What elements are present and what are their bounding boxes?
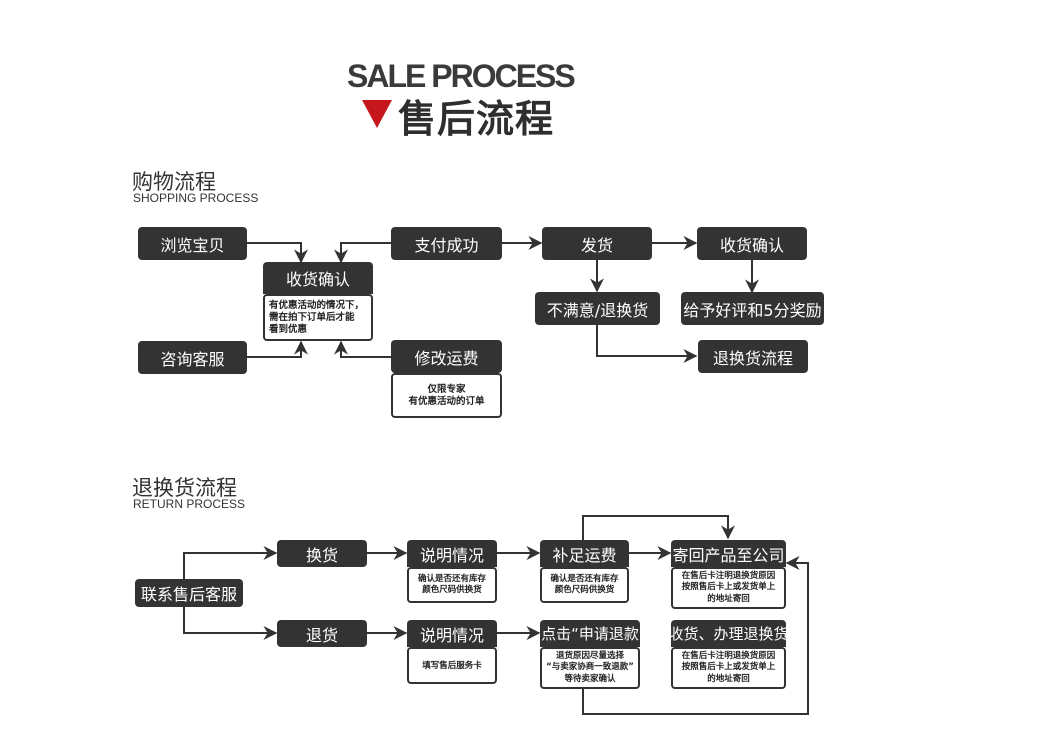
node-send-back: 寄回产品至公司 (671, 540, 786, 567)
note-send-back: 在售后卡注明退换货原因 按照售后卡上或发货单上 的地址寄回 (671, 567, 786, 609)
note-explain-refund: 填写售后服务卡 (407, 647, 497, 684)
arrow-contact-to-refund (183, 607, 278, 640)
arrow-pay-to-confirm (334, 242, 391, 264)
node-exchange: 换货 (277, 540, 367, 567)
triangle-down-icon (362, 100, 392, 128)
note-modify-shipping: 仅限专家 有优惠活动的订单 (391, 373, 502, 418)
node-receive-confirm: 收货确认 (697, 227, 807, 260)
node-modify-shipping: 修改运费 (391, 340, 502, 373)
header-title-cn: 售后流程 (398, 97, 555, 141)
arrow-contact-to-exchange (183, 546, 278, 579)
note-receive-process: 在售后卡注明退换货原因 按照售后卡上或发货单上 的地址寄回 (671, 647, 786, 689)
node-good-review: 给予好评和5分奖励 (681, 292, 824, 325)
arrow-modify-to-confirm (334, 340, 391, 358)
node-unsatisfied: 不满意/退换货 (535, 292, 660, 325)
node-refund: 退货 (277, 620, 367, 647)
note-pay-shipping: 确认是否还有库存 颜色尺码供换货 (540, 567, 629, 603)
node-consult: 咨询客服 (138, 341, 247, 374)
node-explain-exchange: 说明情况 (407, 540, 497, 567)
arrow-browse-to-confirm (247, 242, 308, 264)
node-browse: 浏览宝贝 (138, 227, 247, 260)
node-apply-refund: 点击“申请退款 (540, 620, 640, 647)
node-pay-shipping: 补足运费 (540, 540, 629, 567)
return-section-title: 退换货流程 (132, 476, 237, 500)
node-pay-success: 支付成功 (391, 227, 502, 260)
node-confirm-order: 收货确认 (263, 262, 373, 294)
node-contact-service: 联系售后客服 (135, 579, 243, 607)
arrow-apply-to-sendback (582, 556, 809, 715)
node-ship: 发货 (542, 227, 652, 260)
node-explain-refund: 说明情况 (407, 620, 497, 647)
shopping-section-subtitle: SHOPPING PROCESS (133, 191, 259, 205)
node-return-flow: 退换货流程 (698, 340, 808, 373)
shopping-section-title: 购物流程 (132, 170, 216, 194)
note-apply-refund: 退货原因尽量选择 “与卖家协商一致退款” 等待卖家确认 (540, 647, 640, 689)
header-title-en: SALE PROCESS (347, 58, 576, 94)
node-receive-process: 收货、办理退换货 (669, 620, 789, 647)
note-confirm-order: 有优惠活动的情况下， 需在拍下订单后才能 看到优惠 (263, 294, 373, 341)
arrow-payshipping-bypass (582, 515, 735, 540)
arrow-consult-to-confirm (247, 340, 308, 358)
note-explain-exchange: 确认是否还有库存 颜色尺码供换货 (407, 567, 497, 603)
arrow-unsatisfied-to-returnflow (596, 325, 698, 363)
return-section-subtitle: RETURN PROCESS (133, 497, 246, 511)
